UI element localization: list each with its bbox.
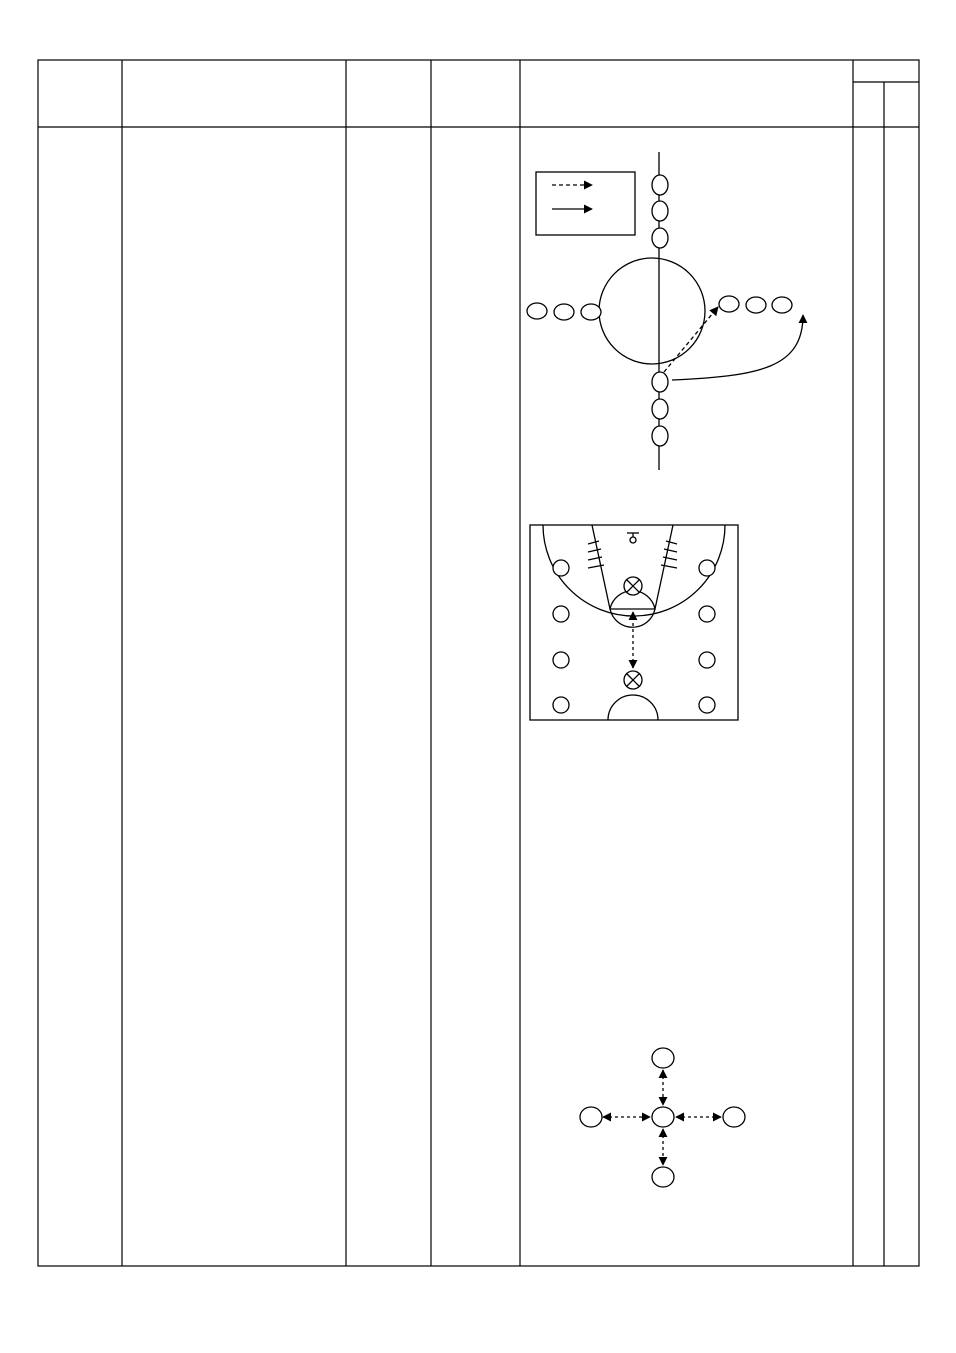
player-top-3 — [651, 227, 669, 249]
player-left-3 — [580, 303, 602, 321]
free-throw-lane — [591, 524, 674, 610]
cross-player-top — [651, 1047, 675, 1069]
lesson-table — [37, 59, 920, 1267]
player-right-3 — [771, 296, 793, 314]
court-player-right-3 — [698, 651, 716, 669]
pass-arrow — [663, 306, 719, 373]
lane-hash-marks-left — [587, 540, 605, 569]
hoop-rim — [629, 536, 637, 544]
court-boundary — [529, 524, 739, 721]
player-bottom-3 — [651, 425, 669, 447]
half-court-drill-diagram — [529, 524, 739, 721]
court-player-right-2 — [698, 605, 716, 623]
cross-player-left — [579, 1106, 603, 1128]
player-left-1 — [526, 302, 548, 320]
court-player-right-4 — [698, 696, 716, 714]
cross-player-bottom — [651, 1166, 675, 1188]
lane-hash-marks-right — [660, 540, 678, 569]
defender-top — [623, 576, 643, 596]
legend-box — [535, 171, 636, 236]
player-bottom-1 — [651, 371, 669, 393]
cross-pass-drill-diagram — [579, 1047, 746, 1188]
defender-bottom — [623, 670, 643, 690]
cross-player-right — [722, 1106, 746, 1128]
player-right-1 — [718, 295, 740, 313]
run-path-arrow — [671, 314, 808, 381]
center-circle — [598, 257, 706, 365]
player-top-2 — [651, 200, 669, 222]
court-player-left-4 — [552, 696, 570, 714]
player-left-2 — [553, 303, 575, 321]
table-border — [37, 59, 920, 1267]
player-top-1 — [651, 174, 669, 196]
court-player-left-1 — [552, 559, 570, 577]
cross-player-center — [651, 1106, 675, 1128]
court-player-left-3 — [552, 651, 570, 669]
three-point-arc — [542, 524, 726, 617]
court-player-right-1 — [698, 559, 716, 577]
court-player-left-2 — [552, 605, 570, 623]
court-center-half-circle — [607, 694, 659, 721]
player-right-2 — [745, 296, 767, 314]
player-bottom-2 — [651, 398, 669, 420]
center-circle-drill-diagram — [526, 152, 808, 470]
